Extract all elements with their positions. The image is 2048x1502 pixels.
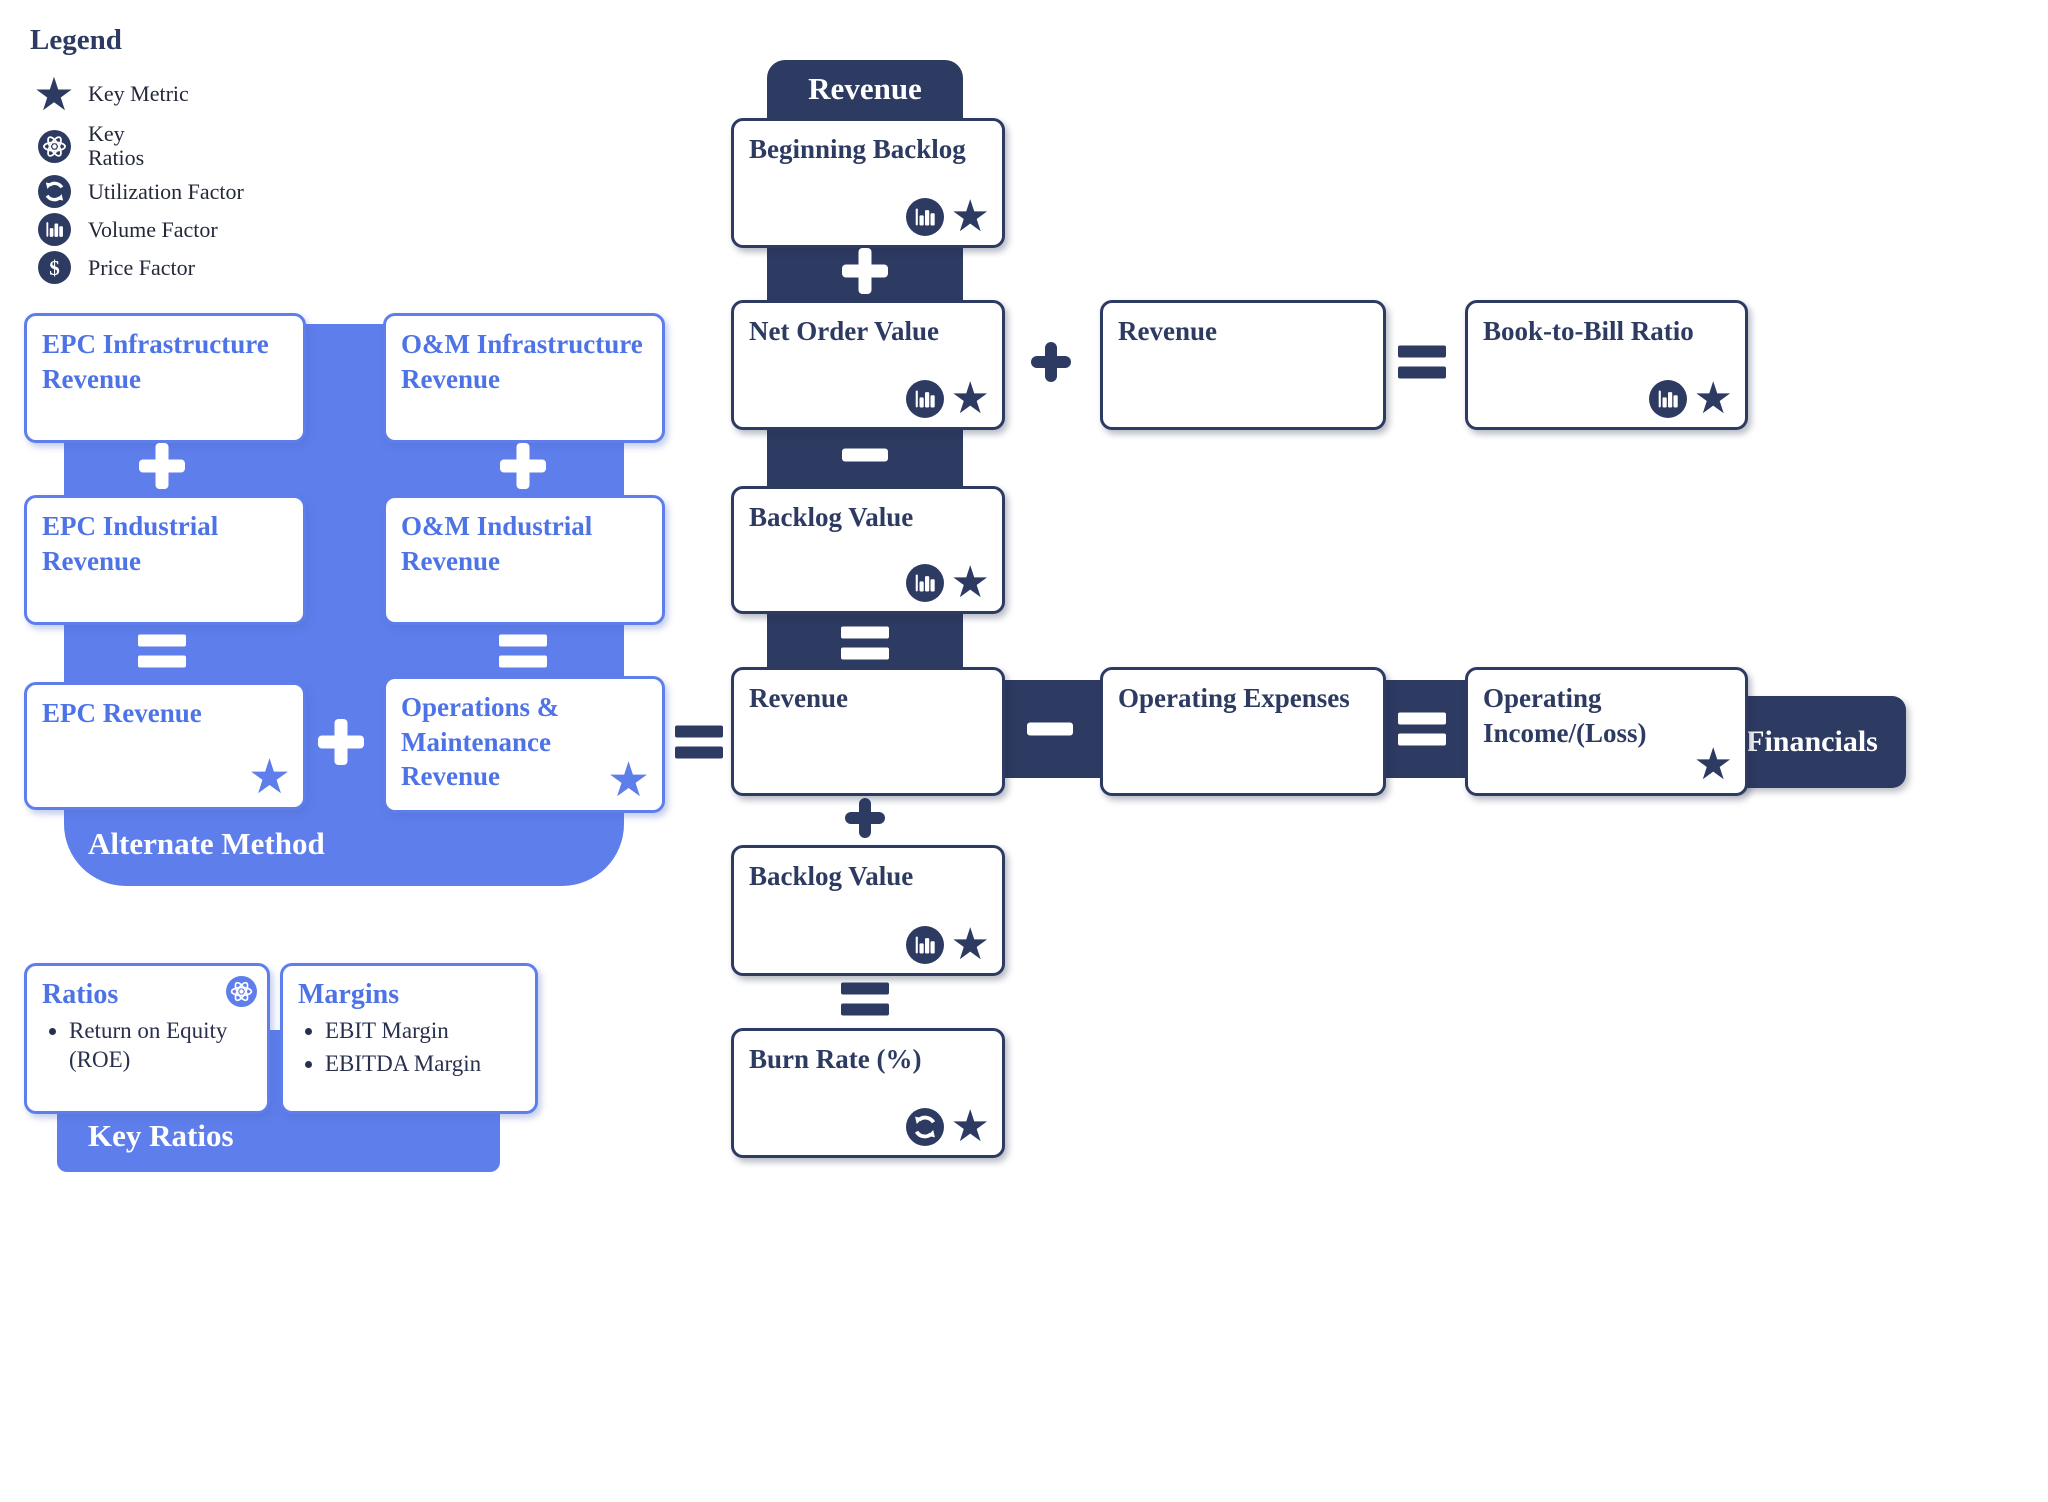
box-om-infrastructure-revenue: O&M Infrastructure Revenue [383,313,665,443]
utilization-factor-icon [30,175,78,209]
legend-item-label: Key Ratios [88,121,145,171]
key-metric-star-icon: ★ [1693,373,1733,424]
box-book-to-bill-ratio: Book-to-Bill Ratio ★ [1465,300,1748,430]
key-ratios-atom-icon [226,976,257,1007]
box-title: EPC Industrial Revenue [42,511,219,576]
box-title: Operating Income/(Loss) [1483,683,1647,748]
plus-operator [842,248,888,294]
box-margins: Margins EBIT Margin EBITDA Margin [280,963,538,1114]
financials-label: Financials [1746,725,1878,758]
volume-factor-icon [905,198,944,236]
box-revenue-result: Revenue [731,667,1005,796]
box-title: Margins [298,979,400,1010]
legend-item-key-metric: ★ Key Metric [30,71,244,117]
box-epc-infrastructure-revenue: EPC Infrastructure Revenue [24,313,306,443]
box-backlog-value: Backlog Value ★ [731,486,1005,614]
margins-list: EBIT Margin EBITDA Margin [295,1016,529,1079]
legend-item-volume: Volume Factor [30,213,244,247]
box-epc-industrial-revenue: EPC Industrial Revenue [24,495,306,625]
legend-item-key-ratios: Key Ratios [30,121,244,171]
plus-operator [500,443,546,489]
box-revenue-row2: Revenue [1100,300,1386,430]
equals-operator [1398,712,1446,746]
key-metric-star-icon: ★ [950,919,990,970]
box-title: Revenue [1118,316,1217,346]
volume-factor-icon [905,926,944,964]
alternate-method-label: Alternate Method [88,826,325,861]
box-ratios: Ratios Return on Equity (ROE) [24,963,270,1114]
box-title: O&M Infrastructure Revenue [401,329,643,394]
minus-operator [1027,722,1073,736]
legend-item-label: Price Factor [88,254,195,280]
plus-operator [318,719,364,765]
box-operating-expenses: Operating Expenses [1100,667,1386,796]
box-title: Book-to-Bill Ratio [1483,316,1694,346]
equals-operator [1398,345,1446,379]
key-ratios-label: Key Ratios [88,1118,234,1153]
legend-item-label: Volume Factor [88,216,218,242]
legend-title: Legend [30,24,122,56]
box-title: Operations & Maintenance Revenue [401,692,560,792]
equals-operator [675,725,723,759]
box-backlog-value-2: Backlog Value ★ [731,845,1005,976]
svg-text:$: $ [49,256,60,280]
equals-operator [499,634,547,668]
box-title: Ratios [42,979,119,1010]
box-operations-maintenance-revenue: Operations & Maintenance Revenue ★ [383,676,665,813]
volume-factor-icon [30,213,78,247]
equals-operator [138,634,186,668]
revenue-flow-header: Revenue [808,71,922,106]
volume-factor-icon [905,564,944,602]
list-item: EBITDA Margin [325,1049,529,1078]
key-ratios-atom-icon [30,129,78,163]
key-metric-star-icon: ★ [33,67,75,121]
box-om-industrial-revenue: O&M Industrial Revenue [383,495,665,625]
box-title: Backlog Value [749,502,914,532]
box-title: Burn Rate (%) [749,1044,922,1074]
financials-box: Financials [1718,696,1906,788]
list-item: Return on Equity (ROE) [69,1016,261,1075]
key-metric-star-icon: ★ [950,191,990,242]
key-metric-star-icon: ★ [950,373,990,424]
box-title: EPC Infrastructure Revenue [42,329,269,394]
price-factor-icon: $ [30,251,78,285]
box-title: Operating Expenses [1118,683,1350,713]
box-burn-rate: Burn Rate (%) ★ [731,1028,1005,1158]
box-title: EPC Revenue [42,698,202,728]
equals-operator [841,982,889,1016]
box-net-order-value: Net Order Value ★ [731,300,1005,430]
plus-operator [139,443,185,489]
connector-band [1380,680,1465,778]
key-metric-star-icon: ★ [950,557,990,608]
box-title: Backlog Value [749,861,914,891]
volume-factor-icon [905,380,944,418]
box-title: Revenue [749,683,848,713]
volume-factor-icon [1648,380,1687,418]
key-metric-star-icon: ★ [606,752,650,808]
box-beginning-backlog: Beginning Backlog ★ [731,118,1005,248]
key-metric-star-icon: ★ [1693,739,1733,790]
ratios-list: Return on Equity (ROE) [39,1016,261,1075]
box-title: O&M Industrial Revenue [401,511,593,576]
utilization-factor-icon [905,1108,944,1146]
box-title: Net Order Value [749,316,939,346]
legend-item-utilization: Utilization Factor [30,175,244,209]
legend: Legend ★ Key Metric Key Ratios [30,24,244,289]
equals-operator [841,626,889,660]
legend-item-label: Key Metric [88,80,189,106]
plus-operator [845,798,885,838]
legend-item-price: $ Price Factor [30,251,244,285]
box-epc-revenue: EPC Revenue ★ [24,682,306,810]
minus-operator [842,448,888,462]
box-operating-income-loss: Operating Income/(Loss) ★ [1465,667,1748,796]
box-title: Beginning Backlog [749,134,966,164]
key-metric-star-icon: ★ [950,1101,990,1152]
key-metric-star-icon: ★ [247,749,291,805]
legend-item-label: Utilization Factor [88,178,244,204]
list-item: EBIT Margin [325,1016,529,1045]
plus-operator [1031,342,1071,382]
